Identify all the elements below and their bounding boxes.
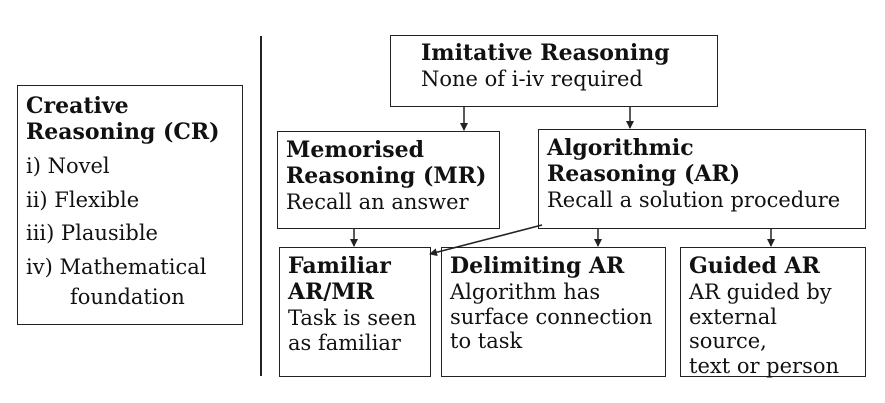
creative-reasoning-box: Creative Reasoning (CR) i) Novel ii) Fle… [17, 85, 243, 325]
vertical-divider [260, 36, 262, 376]
creative-criteria-list: i) Novel ii) Flexible iii) Plausible iv)… [26, 150, 234, 314]
delimiting-text-line3: to task [450, 329, 523, 354]
delimiting-ar-box: Delimiting AR Algorithm has surface conn… [441, 247, 666, 377]
familiar-ar-mr-box: Familiar AR/MR Task is seen as familiar [279, 247, 431, 377]
guided-text-line2: external source, [689, 304, 777, 354]
memorised-reasoning-text: Recall an answer [286, 189, 469, 214]
criterion-plausible: iii) Plausible [26, 221, 158, 246]
guided-text-line3: text or person [689, 354, 840, 379]
guided-text-line1: AR guided by [689, 279, 832, 304]
familiar-title-line1: Familiar [288, 253, 391, 279]
imitative-reasoning-text: None of i-iv required [421, 66, 643, 91]
criterion-flexible: ii) Flexible [26, 187, 140, 212]
algorithmic-reasoning-text: Recall a solution procedure [547, 187, 841, 212]
delimiting-text-line1: Algorithm has [450, 279, 601, 304]
memorised-reasoning-box: Memorised Reasoning (MR) Recall an answe… [277, 131, 500, 229]
familiar-text-line2: as familiar [288, 330, 401, 355]
memorised-reasoning-title-line1: Memorised [286, 137, 425, 163]
delimiting-ar-title: Delimiting AR [450, 253, 625, 279]
algorithmic-reasoning-box: Algorithmic Reasoning (AR) Recall a solu… [538, 129, 866, 229]
familiar-title-line2: AR/MR [288, 278, 375, 305]
criterion-novel: i) Novel [26, 153, 110, 178]
familiar-text-line1: Task is seen [288, 305, 417, 330]
imitative-reasoning-title: Imitative Reasoning [421, 40, 670, 66]
creative-reasoning-title-line1: Creative [26, 93, 129, 119]
criterion-mathematical-label: iv) Mathematical [26, 254, 207, 279]
arrow-algorithmic-to-familiar [429, 224, 543, 257]
algorithmic-reasoning-title-line1: Algorithmic [547, 135, 694, 161]
criterion-mathematical: iv) Mathematical foundation [26, 251, 234, 314]
algorithmic-reasoning-title-line2: Reasoning (AR) [547, 160, 741, 187]
guided-ar-box: Guided AR AR guided by external source, … [680, 247, 866, 379]
criterion-mathematical-label-cont: foundation [70, 285, 185, 310]
creative-reasoning-title-line2: Reasoning (CR) [26, 118, 220, 145]
delimiting-text-line2: surface connection [450, 304, 653, 329]
guided-ar-title: Guided AR [689, 253, 820, 279]
memorised-reasoning-title-line2: Reasoning (MR) [286, 162, 487, 189]
imitative-reasoning-box: Imitative Reasoning None of i-iv require… [390, 35, 718, 107]
